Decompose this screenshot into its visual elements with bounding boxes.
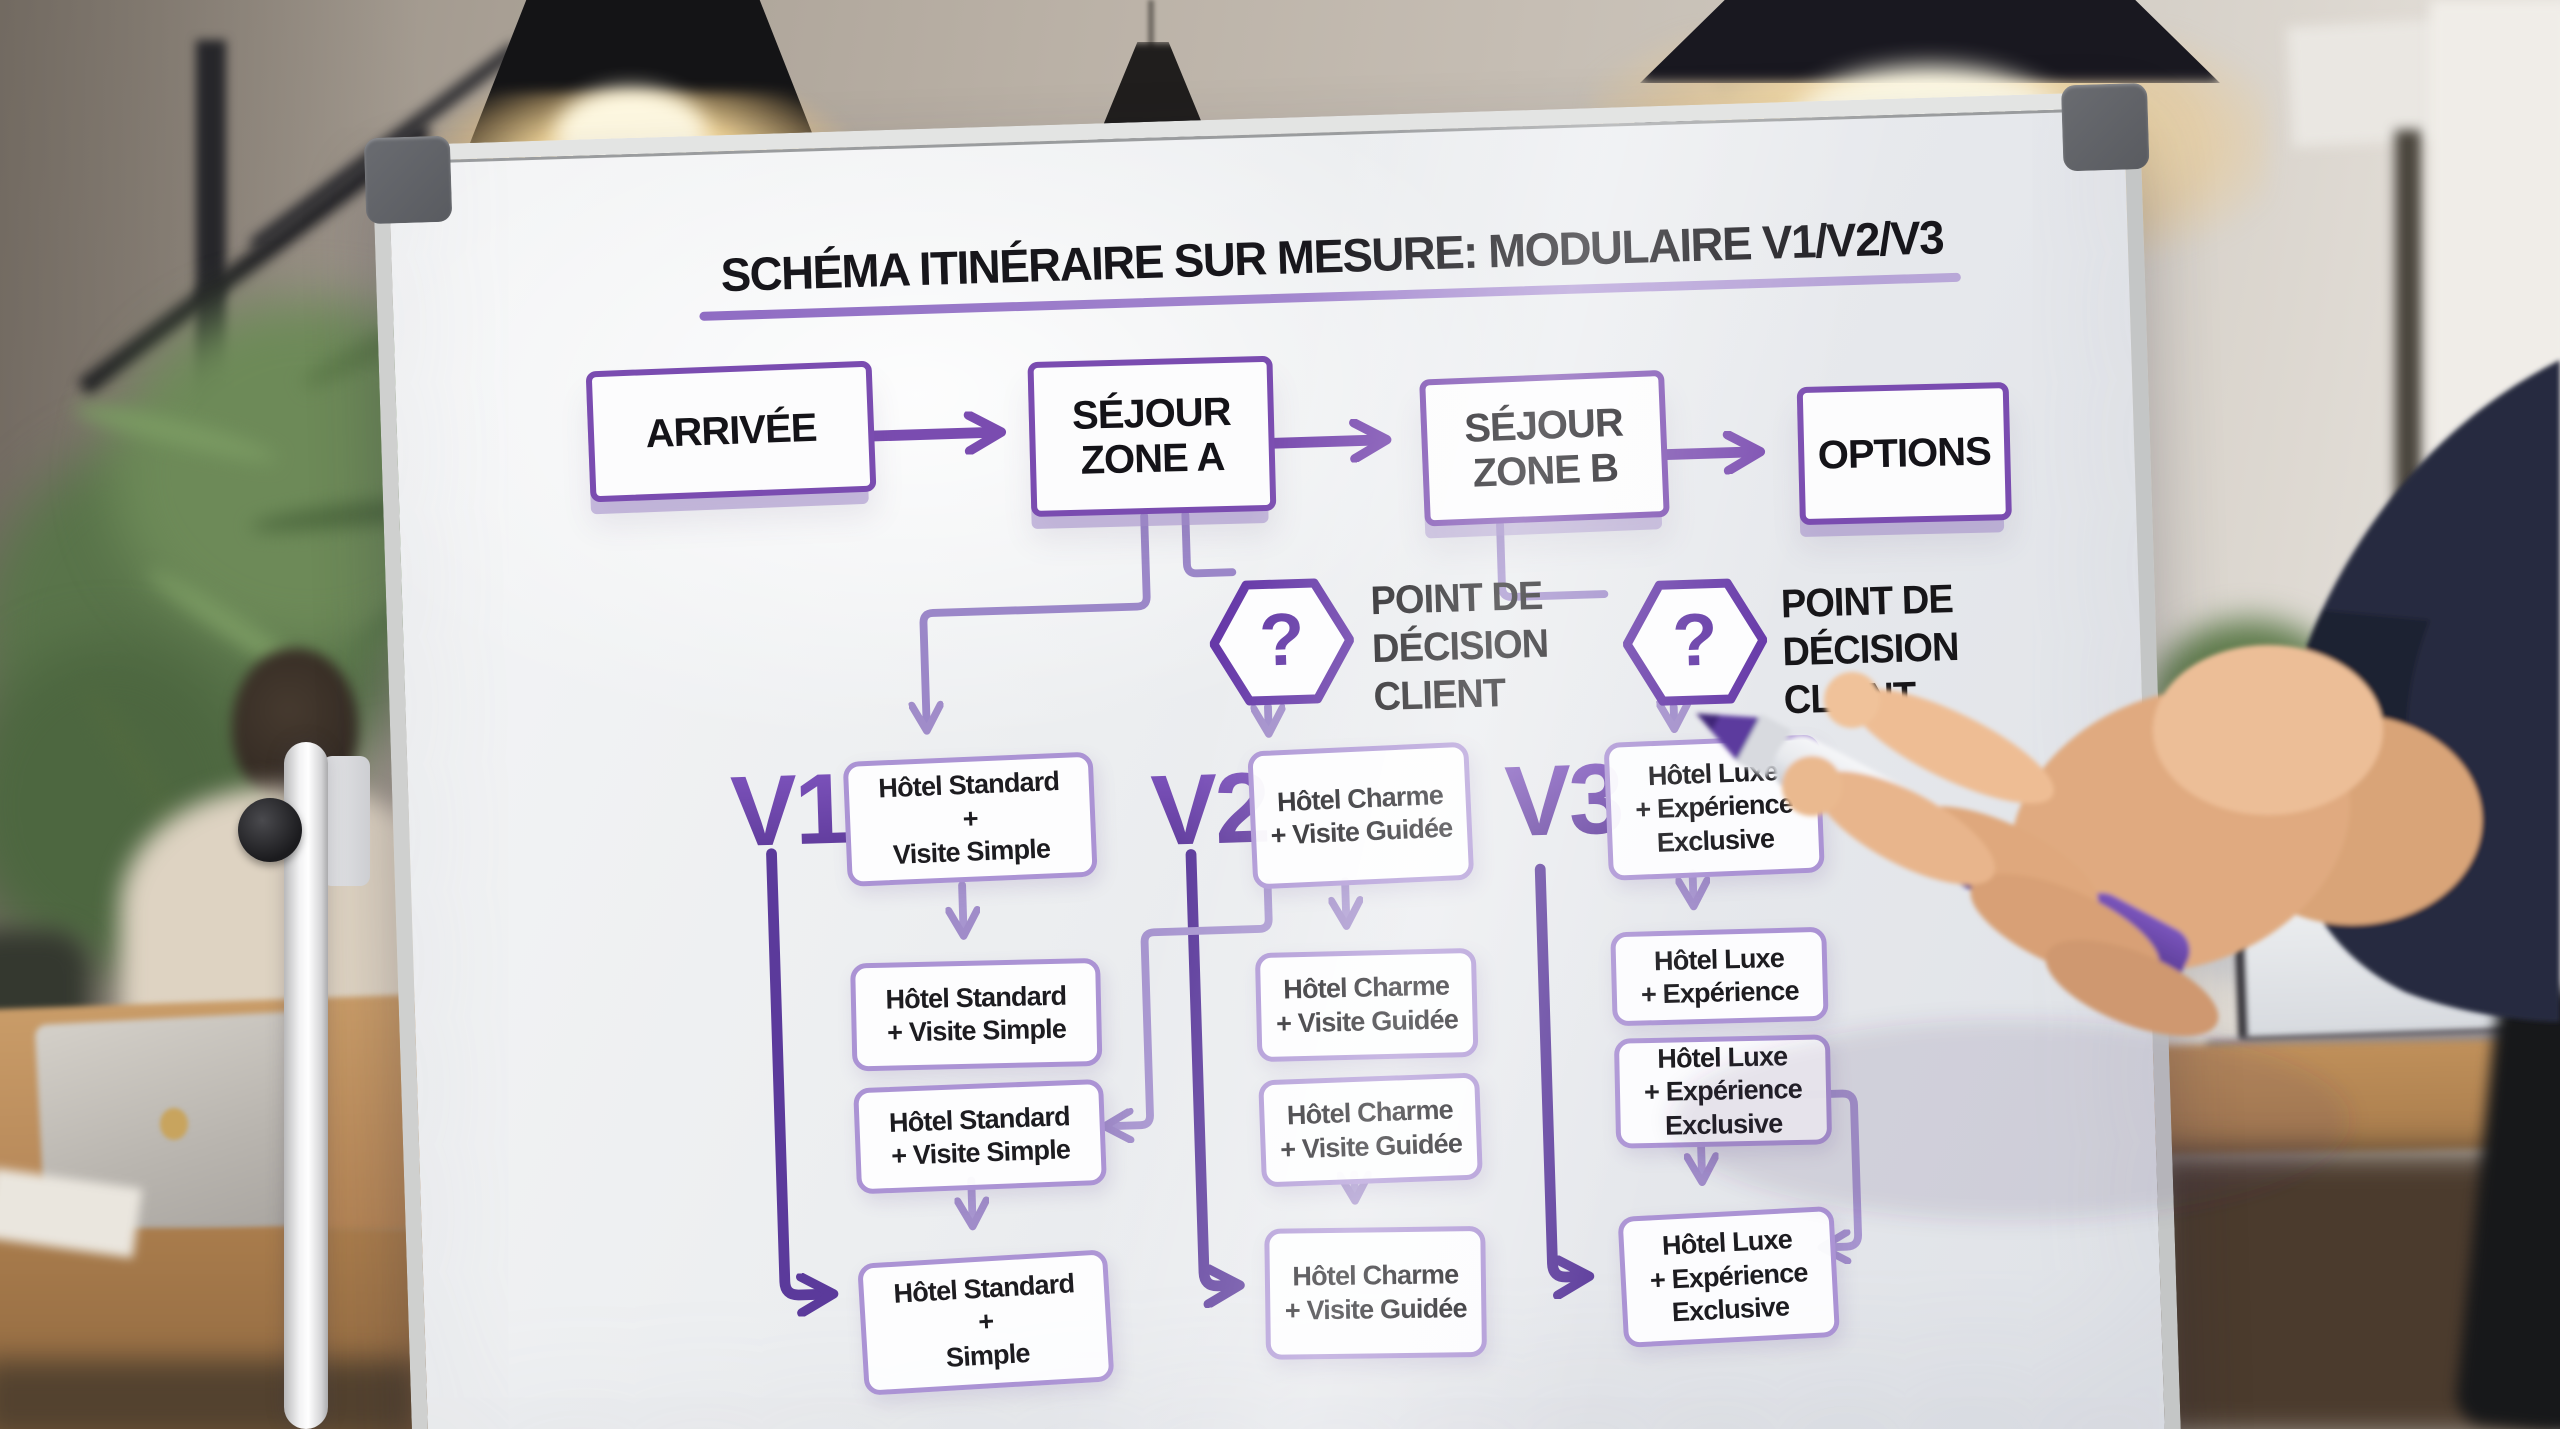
step-label-line: + xyxy=(977,1306,995,1338)
step-label-line: Visite Simple xyxy=(892,833,1051,871)
node-label: SÉJOUR xyxy=(1071,389,1232,438)
step-label-line: + Visite Guidée xyxy=(1275,1003,1459,1039)
v2-step-1: Hôtel Charme + Visite Guidée xyxy=(1247,741,1475,890)
version-label-v1: V1 xyxy=(729,752,849,869)
step-label-line: Hôtel Luxe xyxy=(1657,1040,1788,1074)
node-label: ARRIVÉE xyxy=(644,405,818,457)
node-label: OPTIONS xyxy=(1817,429,1992,478)
flowchart-connectors xyxy=(766,108,1862,1429)
step-label-line: Hôtel Charme xyxy=(1282,970,1450,1005)
desk-shadow xyxy=(0,1360,420,1429)
node-label: SÉJOUR xyxy=(1463,400,1624,451)
v1-step-1: Hôtel Standard + Visite Simple xyxy=(842,751,1098,887)
v3-step-4: Hôtel Luxe + Expérience Exclusive xyxy=(1617,1205,1841,1348)
step-label-line: Hôtel Standard xyxy=(885,980,1067,1015)
decision-hexagon-2: ? xyxy=(1621,576,1769,708)
decision-hexagon-1: ? xyxy=(1208,576,1356,708)
step-label-line: Hôtel Charme xyxy=(1292,1259,1459,1292)
step-label-line: Exclusive xyxy=(1664,1108,1783,1141)
decision-label-line: DÉCISION xyxy=(1371,621,1549,672)
hexagon-shape-icon xyxy=(1209,578,1355,706)
whiteboard-stand-pole xyxy=(284,742,328,1429)
node-options: OPTIONS xyxy=(1796,382,2012,526)
v3-step-3: Hôtel Luxe + Expérience Exclusive xyxy=(1613,1034,1833,1149)
step-label-line: Exclusive xyxy=(1671,1291,1790,1328)
window-frame xyxy=(2395,130,2421,530)
step-label-line: Exclusive xyxy=(1656,823,1775,858)
stand-knob xyxy=(238,798,302,862)
step-label-line: + Expérience xyxy=(1643,1074,1803,1108)
whiteboard-stand-clamp xyxy=(322,756,370,886)
node-sejour-zone-b: SÉJOUR ZONE B xyxy=(1419,369,1670,527)
seated-person-right-face xyxy=(2252,768,2364,834)
v1-step-3: Hôtel Standard + Visite Simple xyxy=(853,1078,1107,1195)
decision-label-1: POINT DE DÉCISION CLIENT xyxy=(1370,572,1550,721)
node-label: ZONE A xyxy=(1080,434,1225,483)
question-mark-icon: ? xyxy=(1671,596,1719,682)
decision-label-line: CLIENT xyxy=(1783,674,1917,723)
v3-step-2: Hôtel Luxe + Expérience xyxy=(1610,926,1829,1027)
apple-logo-icon xyxy=(160,1108,188,1140)
step-label-line: Hôtel Luxe xyxy=(1653,942,1785,976)
hexagon-shape-icon xyxy=(1622,578,1768,706)
step-label-line: + Visite Simple xyxy=(890,1134,1071,1171)
step-label-line: + Expérience xyxy=(1640,975,1800,1010)
laptop-screen xyxy=(2233,889,2525,1047)
step-label-line: + Visite Guidée xyxy=(1279,1127,1463,1165)
v1-step-2: Hôtel Standard + Visite Simple xyxy=(850,957,1103,1072)
step-label-line: + xyxy=(962,803,979,834)
v2-step-2: Hôtel Charme + Visite Guidée xyxy=(1254,947,1479,1063)
v1-step-4: Hôtel Standard + Simple xyxy=(857,1249,1115,1396)
decision-label-line: POINT DE xyxy=(1369,573,1544,624)
decision-label-line: POINT DE xyxy=(1780,577,1954,627)
pendant-rod xyxy=(1148,0,1154,60)
v2-step-3: Hôtel Charme + Visite Guidée xyxy=(1258,1072,1483,1188)
decision-label-2: POINT DE DÉCISION CLIENT xyxy=(1780,575,1960,724)
v3-step-1: Hôtel Luxe + Expérience Exclusive xyxy=(1603,734,1825,881)
whiteboard: SCHÉMA ITINÉRAIRE SUR MESURE: MODULAIRE … xyxy=(363,82,2184,1429)
step-label-line: + Visite Simple xyxy=(886,1013,1067,1048)
step-label-line: + Visite Guidée xyxy=(1284,1292,1467,1326)
v2-step-4: Hôtel Charme + Visite Guidée xyxy=(1264,1225,1487,1360)
decision-label-line: DÉCISION xyxy=(1781,624,1960,675)
step-label-line: Hôtel Standard xyxy=(877,766,1060,804)
step-label-line: Hôtel Standard xyxy=(892,1268,1075,1309)
question-mark-icon: ? xyxy=(1257,596,1306,682)
step-label-line: Simple xyxy=(945,1337,1031,1373)
step-label-line: Hôtel Luxe xyxy=(1647,755,1779,792)
node-arrivee: ARRIVÉE xyxy=(585,360,877,503)
step-label-line: + Visite Guidée xyxy=(1269,812,1454,851)
node-sejour-zone-a: SÉJOUR ZONE A xyxy=(1027,355,1277,518)
node-label: ZONE B xyxy=(1471,445,1619,496)
decision-label-line: CLIENT xyxy=(1372,671,1506,720)
